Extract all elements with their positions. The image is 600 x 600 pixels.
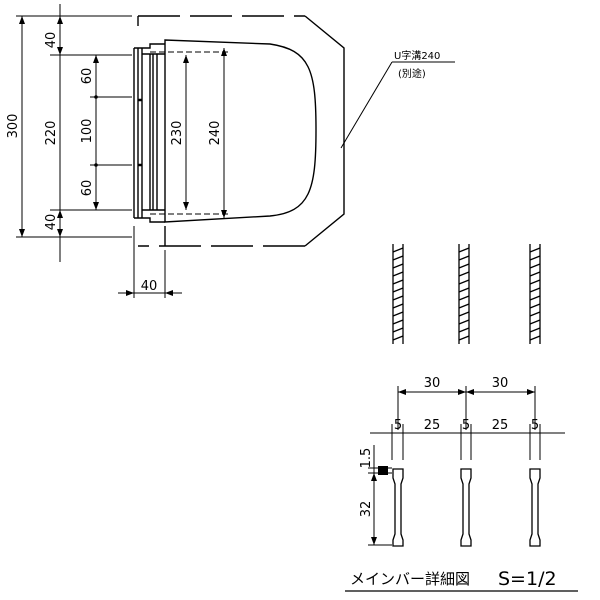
plan-view [16,4,455,298]
dim-bottom: 40 [44,214,59,231]
callout-label: U字溝240 [394,49,440,62]
spacing-dim-5: 5 [531,418,539,433]
u-channel-outline [137,15,345,247]
trough-inner-line [164,39,317,223]
dim-middle: 220 [44,121,59,146]
bar-profiles [392,468,541,547]
bar-profile-1 [392,468,404,547]
bar-section-1 [392,244,404,344]
bar-profile-2 [460,468,472,547]
dim-outer-width: 240 [208,121,223,146]
dim-lower: 60 [80,180,95,197]
dim-ticks [19,16,227,296]
bar-section-3 [529,244,541,344]
bar-profile-3 [529,468,541,547]
bar-section-2 [458,244,470,344]
pitch-dim-2: 30 [492,376,509,391]
grating-frame [133,43,230,223]
detail-ticks [371,389,535,545]
dim-center: 100 [80,119,95,144]
dim-upper: 60 [80,68,95,85]
detail-lines [368,386,565,546]
detail-scale: S=1/2 [498,568,557,590]
detail-title: メインバー詳細図 [350,570,470,588]
callout-sub: (別途) [398,67,426,80]
extension-lines [16,15,132,238]
height-dim: 32 [359,501,374,518]
dim-bottom-width: 40 [141,279,158,294]
spacing-dim-2: 25 [424,418,441,433]
spacing-dim-1: 5 [394,418,402,433]
thickness-dim: 1.5 [359,448,374,469]
callout-leader [340,61,455,149]
spacing-dim-4: 25 [492,418,509,433]
bar-sections [392,244,541,344]
spacing-dim-3: 5 [462,418,470,433]
pitch-dim-1: 30 [424,376,441,391]
dim-top: 40 [44,32,59,49]
dim-overall: 300 [6,114,21,139]
dim-inner-width: 230 [170,121,185,146]
